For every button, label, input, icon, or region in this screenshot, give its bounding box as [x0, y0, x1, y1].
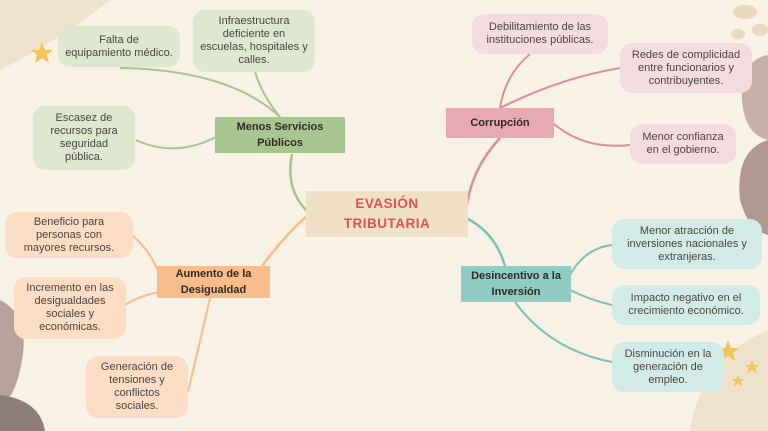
- servicios-item-1: Falta de equipamiento médico.: [58, 26, 180, 67]
- inversion-item-2: Impacto negativo en el crecimiento econó…: [612, 285, 760, 325]
- branch-servicios-label: Menos Servicios Públicos: [236, 121, 324, 149]
- branch-corrupcion-label: Corrupción: [470, 117, 530, 129]
- branch-desigualdad: Aumento de la Desigualdad: [157, 266, 270, 298]
- corrupcion-item-1: Debilitamiento de las instituciones públ…: [472, 14, 608, 54]
- branch-inversion: Desincentivo a la Inversión: [461, 266, 571, 302]
- branch-desigualdad-label: Aumento de la Desigualdad: [175, 268, 252, 296]
- servicios-item-2: Infraestructura deficiente en escuelas, …: [193, 10, 315, 72]
- inversion-item-3: Disminución en la generación de empleo.: [612, 342, 724, 392]
- desigualdad-item-3: Generación de tensiones y conflictos soc…: [86, 356, 188, 418]
- corrupcion-item-3: Menor confianza en el gobierno.: [630, 124, 736, 164]
- branch-corrupcion: Corrupción: [446, 108, 554, 138]
- branch-inversion-label: Desincentivo a la Inversión: [471, 270, 561, 298]
- desigualdad-item-2: Incremento en las desigualdades sociales…: [14, 277, 126, 339]
- central-topic-label: EVASIÓN TRIBUTARIA: [343, 196, 431, 231]
- central-topic: EVASIÓN TRIBUTARIA: [306, 191, 468, 237]
- corrupcion-item-2: Redes de complicidad entre funcionarios …: [620, 43, 752, 93]
- servicios-item-3: Escasez de recursos para seguridad públi…: [33, 106, 135, 170]
- desigualdad-item-1: Beneficio para personas con mayores recu…: [5, 212, 133, 258]
- inversion-item-1: Menor atracción de inversiones nacionale…: [612, 219, 762, 269]
- branch-servicios: Menos Servicios Públicos: [215, 117, 345, 153]
